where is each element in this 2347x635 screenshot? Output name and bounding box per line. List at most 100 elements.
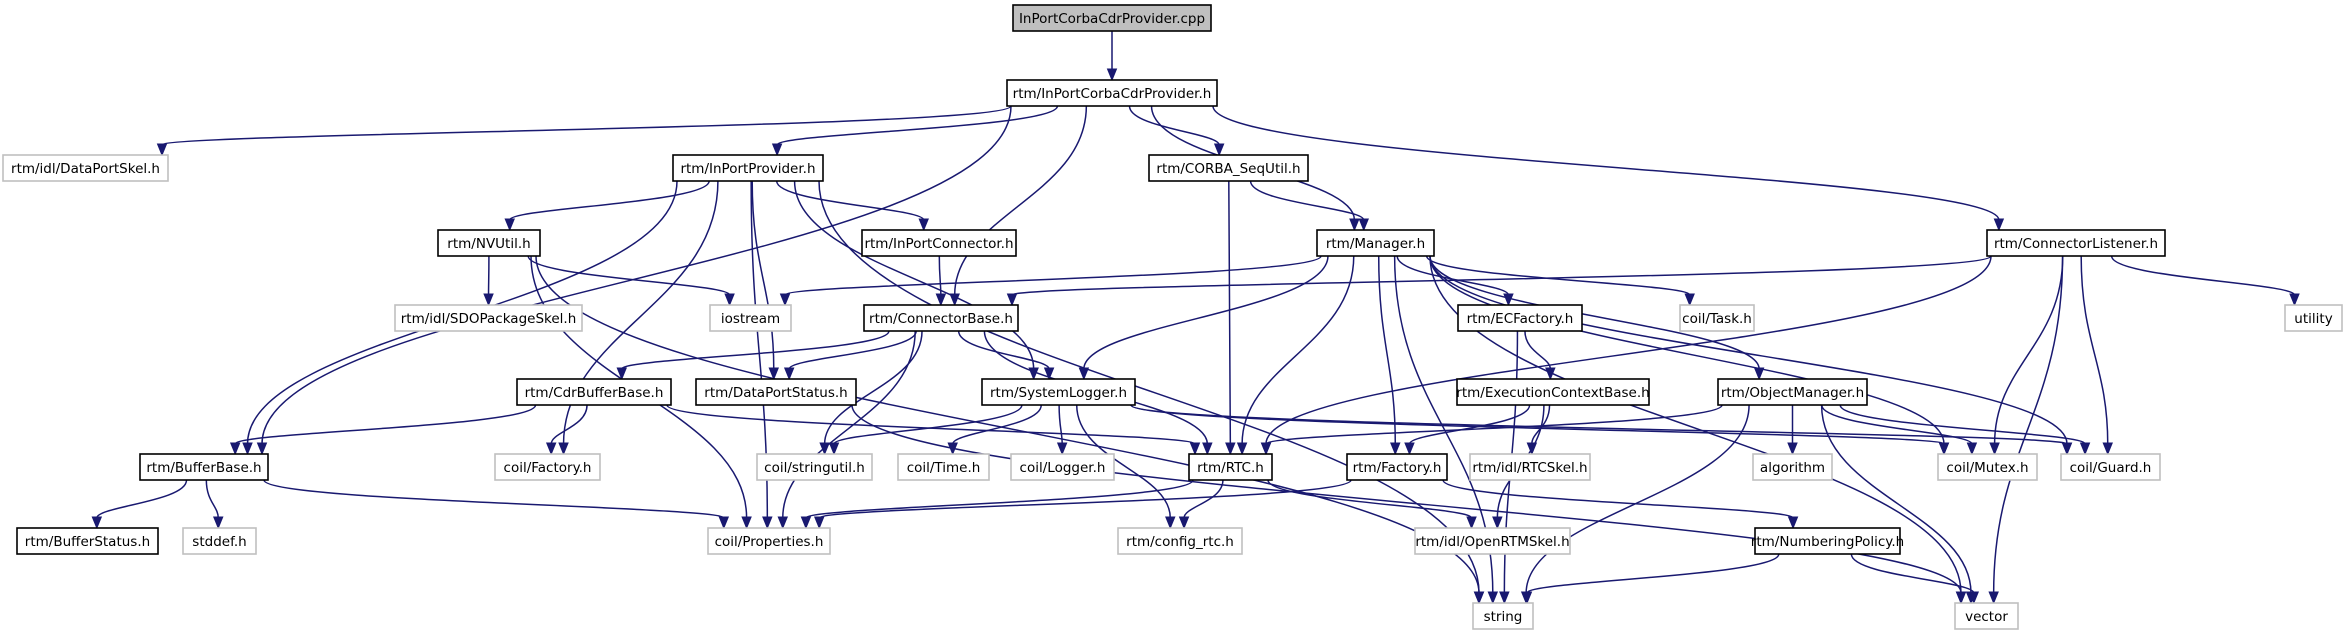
node-box[interactable] [1754,527,1901,555]
arrowhead-icon-objectmanager-to-coil_guard [2079,442,2091,456]
node-label: rtm/ExecutionContextBase.h [1456,385,1649,401]
node-coil_factory: coil/Factory.h [494,453,601,481]
node-rtcskel: rtm/idl/RTCSkel.h [1469,453,1591,481]
node-box[interactable] [16,527,159,555]
arrowhead-icon-systemlogger-to-coil_stringutil [828,442,840,456]
arrowhead-icon-provider_h-to-connectorbase [949,293,960,307]
node-manager[interactable]: rtm/Manager.h [1316,229,1435,257]
node-inportconnector[interactable]: rtm/InPortConnector.h [861,229,1017,257]
edge-connectorbase-to-coil_properties [782,330,916,519]
edge-inportprovider-to-dataportstatus [751,180,775,370]
node-provider_h[interactable]: rtm/InPortCorbaCdrProvider.h [1006,79,1218,107]
arrowhead-icon-systemlogger-to-coil_logger [1056,442,1068,456]
node-box[interactable] [1346,453,1448,481]
node-label: rtm/ConnectorListener.h [1994,236,2158,252]
node-box[interactable] [1012,4,1212,32]
node-label: rtm/NumberingPolicy.h [1751,534,1904,550]
node-nvutil[interactable]: rtm/NVUtil.h [437,229,541,257]
edge-provider_h-to-bufferbase [261,105,1012,445]
node-label: rtm/CORBA_SeqUtil.h [1156,161,1300,177]
node-label: coil/Guard.h [2070,460,2152,476]
node-corba_sequtil[interactable]: rtm/CORBA_SeqUtil.h [1148,154,1309,182]
node-box[interactable] [516,378,672,406]
node-systemlogger[interactable]: rtm/SystemLogger.h [981,378,1136,406]
node-rtm_factory[interactable]: rtm/Factory.h [1346,453,1448,481]
node-dataportstatus[interactable]: rtm/DataPortStatus.h [695,378,857,406]
node-vector: vector [1954,602,2019,630]
node-coil_task: coil/Task.h [1679,304,1755,332]
edge-connectorlistener-to-connectorbase [1011,255,1992,296]
arrowhead-icon-objectmanager-to-algorithm [1787,442,1798,456]
node-box[interactable] [863,304,1019,332]
node-box[interactable] [1456,378,1650,406]
node-cdrbufferbase[interactable]: rtm/CdrBufferBase.h [516,378,672,406]
node-label: coil/Task.h [1682,311,1752,327]
arrowhead-icon-cdrbufferbase-to-bufferbase [229,442,241,456]
edge-connectorlistener-to-vector [1992,255,2064,594]
node-label: vector [1965,609,2008,625]
arrowhead-icon-provider_h-to-manager [1349,218,1360,232]
arrowhead-icon-manager-to-coil_task [1684,293,1695,307]
node-box [1414,527,1571,555]
edge-ecbase-to-rtcskel [1531,404,1551,445]
edge-objectmanager-to-string [1525,404,1750,594]
node-label: rtm/config_rtc.h [1126,534,1234,550]
edge-objectmanager-to-vector [1820,404,1972,594]
node-box[interactable] [981,378,1136,406]
node-label: rtm/ConnectorBase.h [869,311,1013,327]
nodes-layer: InPortCorbaCdrProvider.cpp rtm/InPortCorb… [2,4,2343,630]
arrowhead-icon-ecfactory-to-ecbase [1545,367,1556,381]
node-box[interactable] [1006,79,1218,107]
node-box[interactable] [1316,229,1435,257]
node-objectmanager[interactable]: rtm/ObjectManager.h [1717,378,1868,406]
arrowhead-icon-manager-to-string [1487,591,1499,605]
node-box[interactable] [1148,154,1309,182]
node-bufferstatus[interactable]: rtm/BufferStatus.h [16,527,159,555]
arrowhead-icon-bufferbase-to-coil_properties [718,516,730,530]
edge-cdrbufferbase-to-coil_factory [550,404,588,445]
node-box [1937,453,2038,481]
node-box[interactable] [861,229,1017,257]
node-openrtmskel: rtm/idl/OpenRTMSkel.h [1414,527,1571,555]
node-label: rtm/Factory.h [1353,460,1442,476]
arrowhead-icon-rtm_factory-to-coil_properties [813,516,825,530]
node-connectorlistener[interactable]: rtm/ConnectorListener.h [1986,229,2166,257]
arrowhead-icon-manager-to-rtc [1236,442,1248,456]
node-label: coil/Time.h [907,460,981,476]
node-box [2,154,169,182]
arrowhead-icon-manager-to-rtm_factory [1390,442,1401,456]
node-box[interactable] [1986,229,2166,257]
node-box[interactable] [672,154,824,182]
node-box [1469,453,1591,481]
node-box[interactable] [1188,453,1273,481]
node-box[interactable] [139,453,269,481]
node-box[interactable] [1717,378,1868,406]
arrowhead-icon-nvutil-to-string [1473,591,1485,605]
node-numberingpolicy[interactable]: rtm/NumberingPolicy.h [1751,527,1904,555]
node-connectorbase[interactable]: rtm/ConnectorBase.h [863,304,1019,332]
node-ecbase[interactable]: rtm/ExecutionContextBase.h [1456,378,1650,406]
edge-provider_h-to-connectorlistener [1212,105,2000,221]
node-label: rtm/CdrBufferBase.h [525,385,664,401]
node-label: rtm/NVUtil.h [447,236,530,252]
arrowhead-icon-connectorbase-to-cdrbufferbase [616,367,628,381]
node-stddef: stddef.h [182,527,257,555]
node-box[interactable] [695,378,857,406]
node-iostream: iostream [709,304,792,332]
node-bufferbase[interactable]: rtm/BufferBase.h [139,453,269,481]
node-ecfactory[interactable]: rtm/ECFactory.h [1457,304,1583,332]
edge-connectorlistener-to-utility [2110,255,2296,296]
edge-bufferbase-to-bufferstatus [96,479,188,519]
arrowhead-icon-ecbase-to-openrtmskel [1492,516,1503,530]
node-rtc[interactable]: rtm/RTC.h [1188,453,1273,481]
node-box[interactable] [437,229,541,257]
node-root[interactable]: InPortCorbaCdrProvider.cpp [1012,4,1212,32]
arrowhead-icon-provider_h-to-dataportskel [156,143,168,157]
edge-cdrbufferbase-to-bufferbase [234,404,537,445]
node-box[interactable] [1457,304,1583,332]
node-label: iostream [721,311,780,327]
arrowhead-icon-inportprovider-to-coil_factory [558,442,569,456]
edge-connectorbase-to-cdrbufferbase [621,330,890,370]
node-inportprovider[interactable]: rtm/InPortProvider.h [672,154,824,182]
